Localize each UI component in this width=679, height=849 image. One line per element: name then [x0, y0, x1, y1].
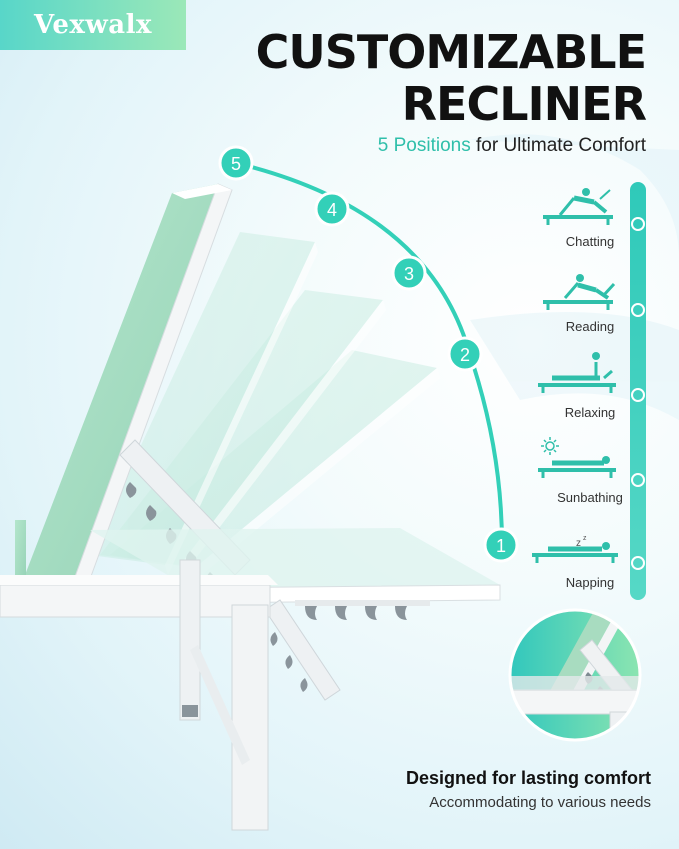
- position-label-sunbathing: Sunbathing: [557, 490, 623, 505]
- napping-pose-icon: z z: [532, 535, 618, 563]
- position-marker-5: 5: [218, 145, 254, 181]
- relaxing-pose-icon: [538, 352, 616, 393]
- sleep-z-icon: z: [583, 535, 587, 542]
- callout-title: Designed for lasting comfort: [405, 768, 651, 788]
- subheadline-accent: 5 Positions: [377, 135, 471, 156]
- position-label-chatting: Chatting: [565, 234, 615, 249]
- position-number: 2: [460, 345, 470, 365]
- subheadline-rest: for Ultimate Comfort: [470, 135, 646, 156]
- position-marker-1: 1: [483, 527, 519, 563]
- headline-line-1: CUSTOMIZABLE: [255, 25, 647, 79]
- background-decoration: [470, 134, 679, 420]
- sleep-z-icon: z: [576, 538, 581, 549]
- reading-pose-icon: [543, 274, 616, 310]
- position-track: [630, 182, 646, 600]
- lounger-frame: [0, 559, 278, 831]
- position-label-reading: Reading: [565, 319, 615, 334]
- brand-name: Vexwalx: [34, 10, 152, 40]
- position-number: 1: [496, 536, 506, 556]
- position-marker-3: 3: [391, 255, 427, 291]
- lower-bracket: [264, 599, 430, 701]
- position-label-napping: Napping: [565, 575, 615, 590]
- subheadline: 5 Positions for Ultimate Comfort: [226, 135, 646, 157]
- headline-line-2: RECLINER: [401, 77, 647, 131]
- position-marker-2: 2: [447, 336, 483, 372]
- headline: CUSTOMIZABLE RECLINER: [226, 25, 647, 131]
- callout-subtitle: Accommodating to various needs: [429, 794, 651, 811]
- position-number: 4: [327, 200, 337, 220]
- chatting-pose-icon: [543, 188, 613, 225]
- position-label-relaxing: Relaxing: [564, 405, 616, 420]
- sun-icon: [541, 437, 559, 455]
- brand-logo: Vexwalx: [0, 0, 186, 50]
- sunbathing-pose-icon: [538, 437, 616, 478]
- position-marker-4: 4: [314, 191, 350, 227]
- position-number: 5: [231, 154, 241, 174]
- hinge-detail-inset: [508, 608, 642, 742]
- position-number: 3: [404, 264, 414, 284]
